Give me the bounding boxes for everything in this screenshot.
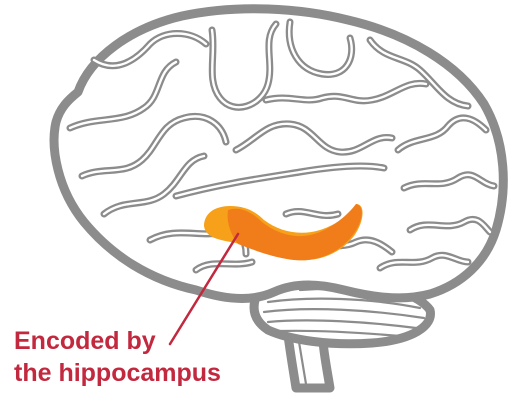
- annotation-label-line2: the hippocampus: [14, 358, 221, 388]
- annotation-label-line1: Encoded by: [14, 326, 156, 356]
